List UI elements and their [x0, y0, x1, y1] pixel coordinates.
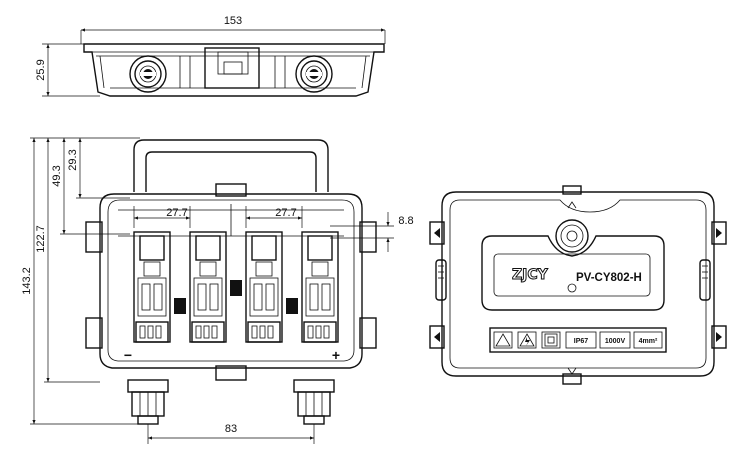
positive-sign: +	[332, 347, 340, 363]
screw-hole	[567, 283, 577, 293]
top-view: 153 25.9	[35, 15, 386, 97]
cable-gland-right	[293, 379, 335, 425]
dim-body-height-label: 122.7	[35, 225, 47, 253]
front-view: 143.2 122.7 49.3 29.3 27.7	[21, 137, 414, 444]
warning-triangle-icon	[493, 331, 513, 349]
top-connector-left	[129, 55, 167, 93]
model-number: PV-CY802-H	[576, 272, 642, 284]
lid-view: ZJCY PV-CY802-H IP67 1000V 4mm²	[429, 185, 727, 385]
dim-width-label: 153	[224, 15, 242, 27]
wire-size-label: 4mm²	[639, 338, 658, 345]
voltage-label: 1000V	[605, 338, 626, 345]
top-connector-right	[295, 55, 333, 93]
terminal-block-4	[301, 231, 339, 343]
dim-diode-offset-label: 8.8	[398, 215, 413, 227]
terminal-block-1	[133, 231, 171, 343]
terminal-block-3	[245, 231, 283, 343]
electric-hazard-icon	[517, 331, 537, 349]
brand-logo: ZJCY	[512, 267, 549, 283]
dim-handle-offset-2-label: 29.3	[67, 149, 79, 170]
diode-1	[174, 298, 186, 314]
dim-total-height-label: 143.2	[21, 267, 33, 295]
diode-2	[230, 280, 242, 296]
dim-handle-offset-1-label: 49.3	[51, 165, 63, 186]
ip-rating-label: IP67	[574, 338, 589, 345]
dim-pitch-left-label: 27.7	[166, 207, 187, 219]
breather-valve	[555, 219, 589, 253]
negative-sign: −	[124, 347, 132, 363]
dim-connector-spacing-label: 83	[225, 423, 237, 435]
dim-pitch-right-label: 27.7	[275, 207, 296, 219]
double-insulation-icon	[541, 331, 561, 349]
dim-height-label: 25.9	[35, 59, 47, 80]
cable-gland-left	[127, 379, 169, 425]
diode-3	[286, 298, 298, 314]
terminal-block-2	[189, 231, 227, 343]
